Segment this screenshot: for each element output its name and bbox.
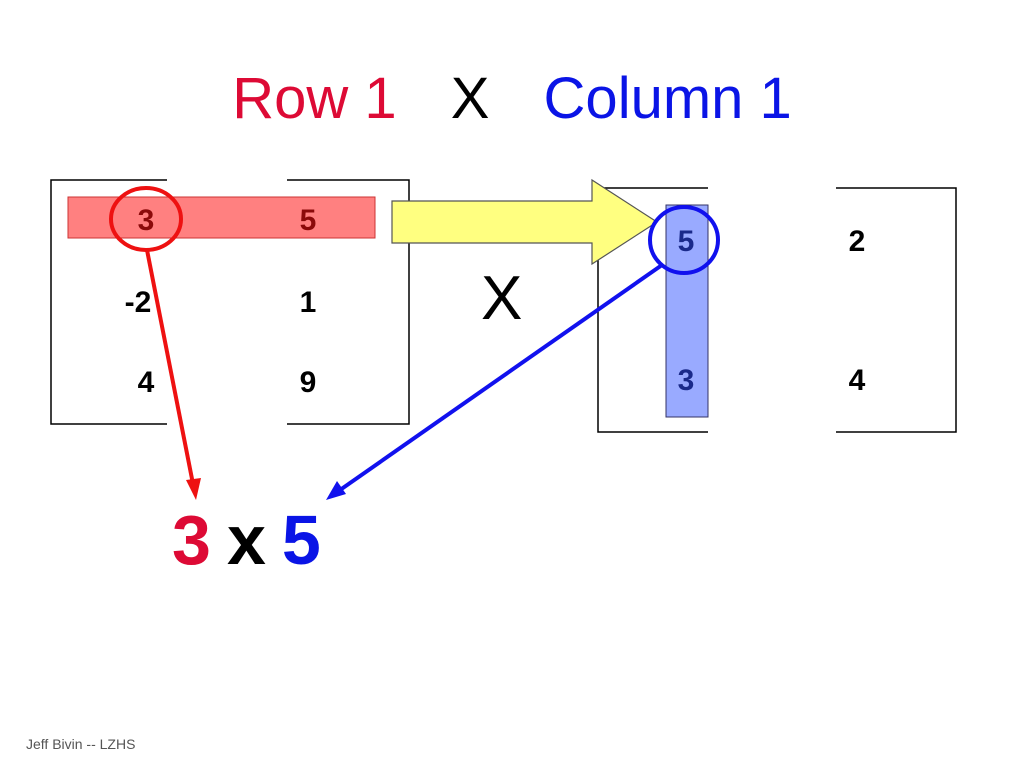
matrix-a-cell-3-1: 4 bbox=[137, 366, 155, 399]
matrix-b-cell-1-1: 5 bbox=[677, 225, 695, 258]
title-row: Row 1 bbox=[232, 66, 397, 131]
matrix-b-cell-2-1: 3 bbox=[677, 364, 695, 397]
red-circle bbox=[109, 186, 183, 252]
column-highlight bbox=[665, 204, 709, 418]
yellow-block-arrow bbox=[391, 178, 659, 266]
matrix-a-cell-1-2: 5 bbox=[299, 204, 317, 237]
title-column: Column 1 bbox=[543, 66, 792, 131]
red-arrow-line bbox=[145, 249, 195, 485]
footer-credit: Jeff Bivin -- LZHS bbox=[26, 736, 136, 752]
blue-arrow-head bbox=[326, 481, 346, 500]
matrix-a-right-bracket bbox=[287, 179, 410, 425]
blue-circle bbox=[648, 205, 720, 275]
product-operator: x bbox=[226, 501, 266, 579]
matrix-b-cell-1-2: 2 bbox=[848, 225, 866, 258]
matrix-a-cell-3-2: 9 bbox=[299, 366, 317, 399]
slide-title: Row 1 X Column 1 bbox=[0, 64, 1024, 134]
product-right-factor: 5 bbox=[281, 501, 321, 579]
matrix-a-left-bracket bbox=[50, 179, 167, 425]
matrix-b-cell-2-2: 4 bbox=[848, 364, 866, 397]
title-operator: X bbox=[450, 66, 490, 131]
row-highlight bbox=[67, 196, 376, 239]
matrix-a-cell-2-2: 1 bbox=[299, 286, 317, 319]
matrix-a-cell-1-1: 3 bbox=[137, 204, 155, 237]
red-arrow-head bbox=[186, 478, 201, 500]
product-left-factor: 3 bbox=[172, 501, 211, 579]
multiplication-sign: X bbox=[481, 264, 523, 333]
matrix-b-right-bracket bbox=[836, 187, 957, 433]
matrix-a-cell-2-1: -2 bbox=[124, 286, 152, 319]
blue-arrow-line bbox=[338, 263, 664, 492]
